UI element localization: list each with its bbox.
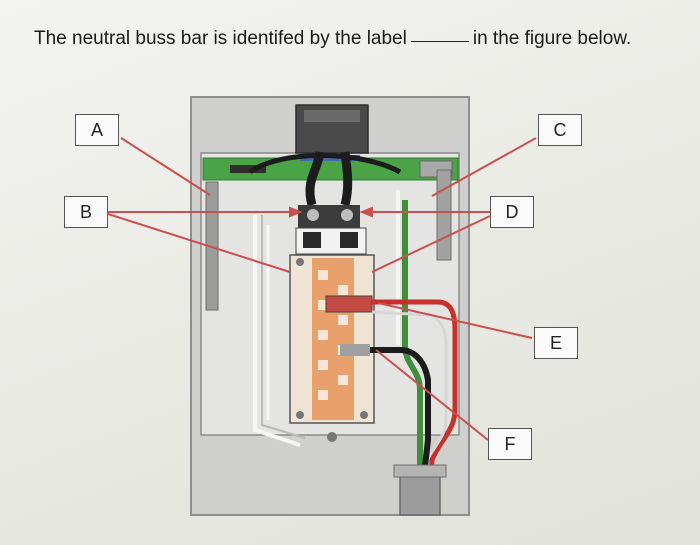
label-f: F bbox=[488, 428, 532, 460]
service-wire-right bbox=[340, 151, 353, 207]
label-a: A bbox=[75, 114, 119, 146]
mount-screw-bl bbox=[296, 411, 304, 419]
branch-breaker bbox=[325, 295, 373, 313]
pointer-line-c bbox=[431, 137, 537, 197]
label-c: C bbox=[538, 114, 582, 146]
branch-breaker-2 bbox=[340, 344, 370, 356]
white-wire-1 bbox=[253, 215, 301, 447]
question-text-end: in the figure below. bbox=[472, 28, 632, 49]
question-text-start: The neutral buss bar is identifed by the… bbox=[34, 28, 407, 49]
green-wire bbox=[402, 200, 423, 470]
connector-top-face bbox=[304, 110, 360, 122]
pointer-line-b-2 bbox=[107, 213, 291, 273]
mount-screw-tl bbox=[296, 258, 304, 266]
neutral-service-wire bbox=[248, 153, 402, 175]
ground-bar-lugs bbox=[230, 165, 266, 173]
arrowhead-d bbox=[359, 206, 373, 218]
main-breaker-switch-right bbox=[340, 232, 358, 248]
white-branch-wire bbox=[371, 310, 448, 471]
pointer-line-e bbox=[377, 302, 533, 339]
red-branch-wire bbox=[372, 299, 458, 491]
label-e: E bbox=[534, 327, 578, 359]
main-breaker-switch-left bbox=[303, 232, 321, 248]
lug-screw-left bbox=[307, 209, 319, 221]
question-text: The neutral buss bar is identifed by the… bbox=[34, 28, 684, 50]
pointer-line-f bbox=[375, 349, 489, 441]
pointer-line-d-2 bbox=[371, 215, 491, 273]
arrowhead-b bbox=[289, 206, 303, 218]
conduit-fitting bbox=[393, 464, 447, 478]
right-neutral-bar bbox=[436, 169, 452, 261]
label-b: B bbox=[64, 196, 108, 228]
white-wire-2 bbox=[261, 215, 306, 439]
answer-blank bbox=[410, 40, 469, 42]
mount-screw-bottom bbox=[327, 432, 337, 442]
pointer-line-a bbox=[120, 137, 211, 196]
mount-screw-br bbox=[360, 411, 368, 419]
lug-screw-right bbox=[341, 209, 353, 221]
label-d: D bbox=[490, 196, 534, 228]
black-branch-wire bbox=[370, 347, 431, 476]
